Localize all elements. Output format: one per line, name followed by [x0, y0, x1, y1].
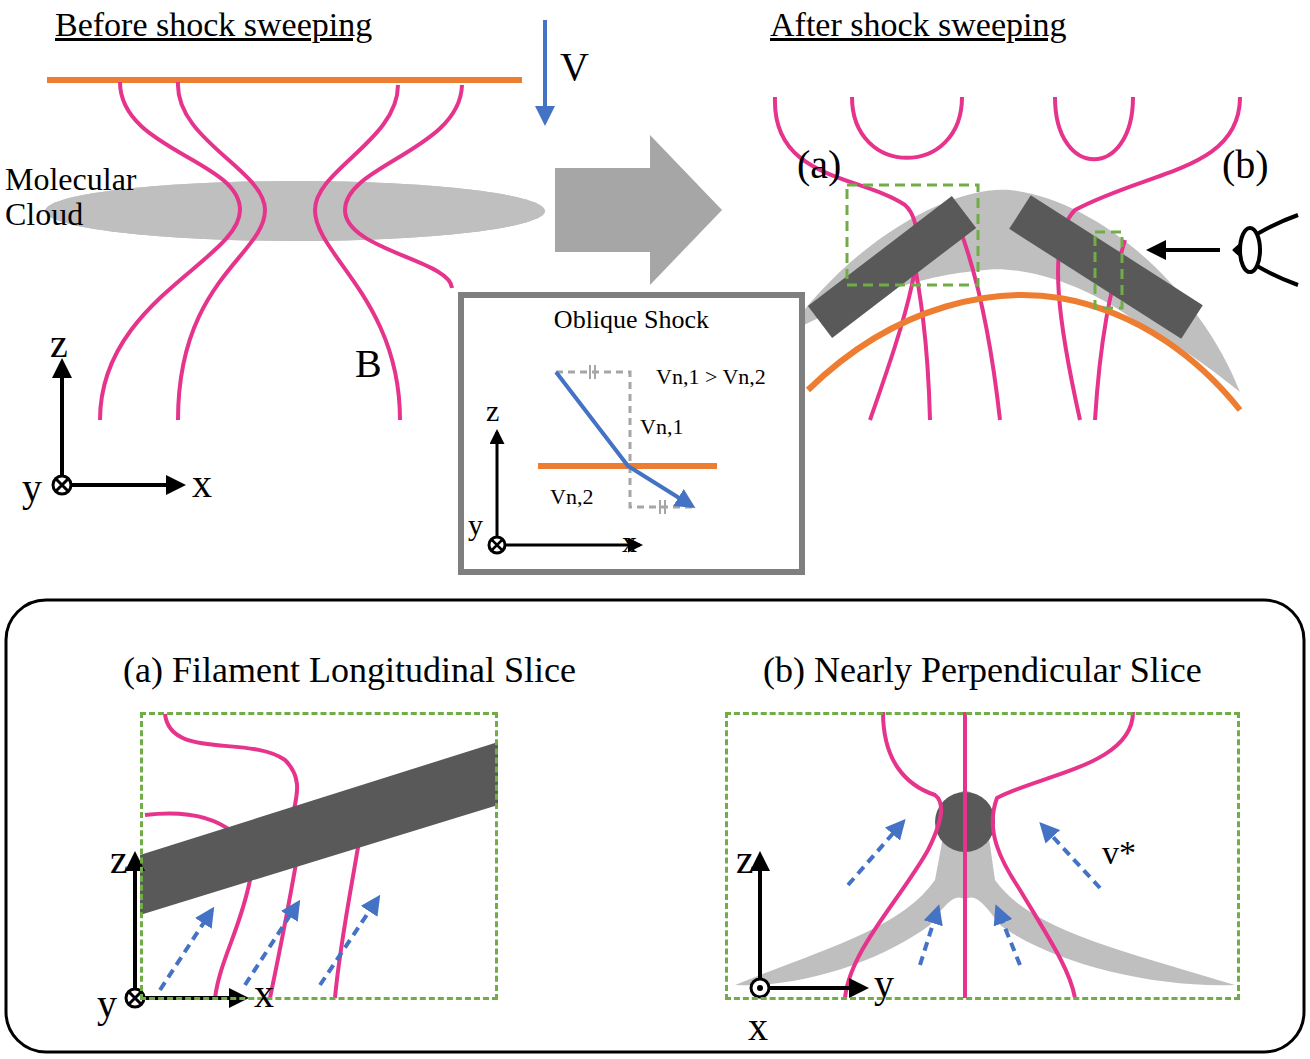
velocity-component: Vn,2 — [550, 485, 593, 509]
axis-label: y — [22, 466, 42, 510]
velocity-component: Vn,1 — [640, 415, 683, 439]
axis-label: z — [110, 838, 128, 882]
callout-label: (b) — [1222, 143, 1269, 187]
axis-label: z — [736, 838, 754, 882]
velocity-label: V — [560, 45, 589, 89]
axis-label: x — [254, 972, 274, 1016]
callout-label: (a) — [797, 143, 841, 187]
axis-label: x — [192, 462, 212, 506]
field-label: B — [355, 342, 382, 386]
slice-panel: (b) Nearly Perpendicular Slice — [725, 712, 1240, 1000]
velocity-label: v* — [1102, 834, 1136, 871]
axis-label: y — [874, 962, 894, 1006]
cloud-ellipse: Molecular Cloud — [45, 180, 545, 242]
node-text: (a) Filament Longitudinal Slice — [123, 651, 593, 691]
axis-label: z — [486, 394, 499, 427]
node-text: (b) Nearly Perpendicular Slice — [763, 651, 1243, 691]
axis-label: x — [748, 1005, 768, 1049]
axis-label: x — [622, 525, 637, 558]
panel-title: After shock sweeping — [770, 6, 1066, 43]
slice-panel: (a) Filament Longitudinal Slice — [140, 712, 498, 1000]
node-text: Oblique Shock — [464, 306, 799, 335]
axis-label: z — [50, 322, 68, 366]
axis-label: y — [468, 508, 483, 541]
axis-label: y — [97, 982, 117, 1026]
node-text: Molecular Cloud — [5, 162, 155, 232]
panel-title: Before shock sweeping — [55, 6, 372, 43]
velocity-relation: Vn,1 > Vn,2 — [656, 365, 766, 389]
